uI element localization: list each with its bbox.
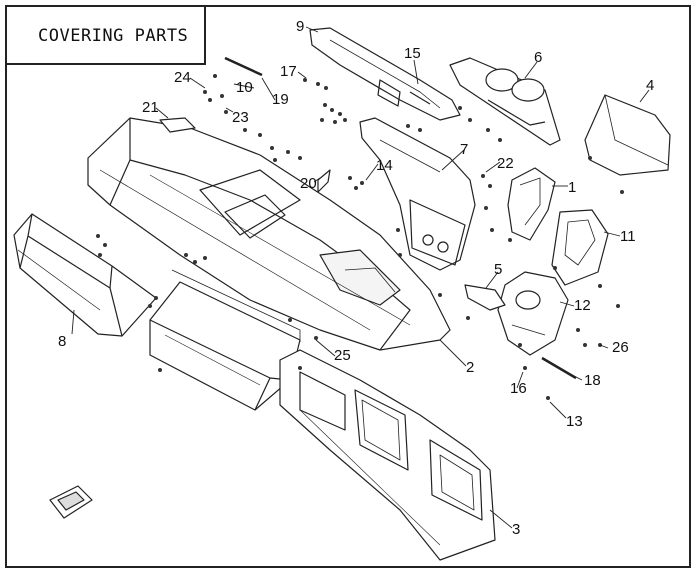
callout-19: 19 <box>272 91 289 108</box>
part-7-center-bracket <box>359 117 476 271</box>
part-5-small-cover <box>464 284 506 311</box>
callout-21: 21 <box>142 99 159 116</box>
part-6-cup-holder <box>449 57 561 146</box>
callout-15: 15 <box>404 45 421 62</box>
callout-4: 4 <box>646 77 655 94</box>
diagram-title: COVERING PARTS <box>38 26 189 46</box>
part-1-trim <box>507 167 556 241</box>
fasteners <box>96 74 624 400</box>
part-20-spring <box>317 169 331 193</box>
part-18-rod <box>541 356 577 380</box>
callout-8: 8 <box>58 333 67 350</box>
callout-3: 3 <box>512 521 521 538</box>
part-4-top-cover <box>584 94 671 176</box>
part-21-clip <box>159 117 196 133</box>
leader-lines <box>71 26 650 529</box>
callout-12: 12 <box>574 297 591 314</box>
part-11-bezel <box>551 209 609 286</box>
callout-23: 23 <box>232 109 249 126</box>
callout-11: 11 <box>620 228 636 245</box>
callout-24: 24 <box>174 69 191 86</box>
callout-1: 1 <box>568 179 577 196</box>
detail-thumbnail <box>49 485 93 519</box>
callout-18: 18 <box>584 372 601 389</box>
callout-9: 9 <box>296 18 305 35</box>
part-12-console <box>497 271 569 356</box>
title-box <box>5 5 206 65</box>
callout-22: 22 <box>497 155 514 172</box>
part-9-top-rail <box>309 27 461 121</box>
callout-26: 26 <box>612 339 629 356</box>
callout-20: 20 <box>300 175 317 192</box>
part-3-lower-panel <box>279 349 496 561</box>
part-19-rod <box>224 56 263 77</box>
diagram-frame <box>5 5 691 568</box>
callout-25: 25 <box>334 347 351 364</box>
callout-7: 7 <box>460 141 469 158</box>
part-8-side-cover <box>13 213 157 337</box>
part-25-glovebox <box>149 269 301 411</box>
callout-16: 16 <box>510 380 527 397</box>
callout-17: 17 <box>280 63 297 80</box>
callout-13: 13 <box>566 413 583 430</box>
callout-6: 6 <box>534 49 543 66</box>
callout-10: 10 <box>236 79 253 96</box>
part-2-dashboard <box>87 117 451 351</box>
callout-5: 5 <box>494 261 503 278</box>
callout-2: 2 <box>466 359 475 376</box>
callout-14: 14 <box>376 157 393 174</box>
